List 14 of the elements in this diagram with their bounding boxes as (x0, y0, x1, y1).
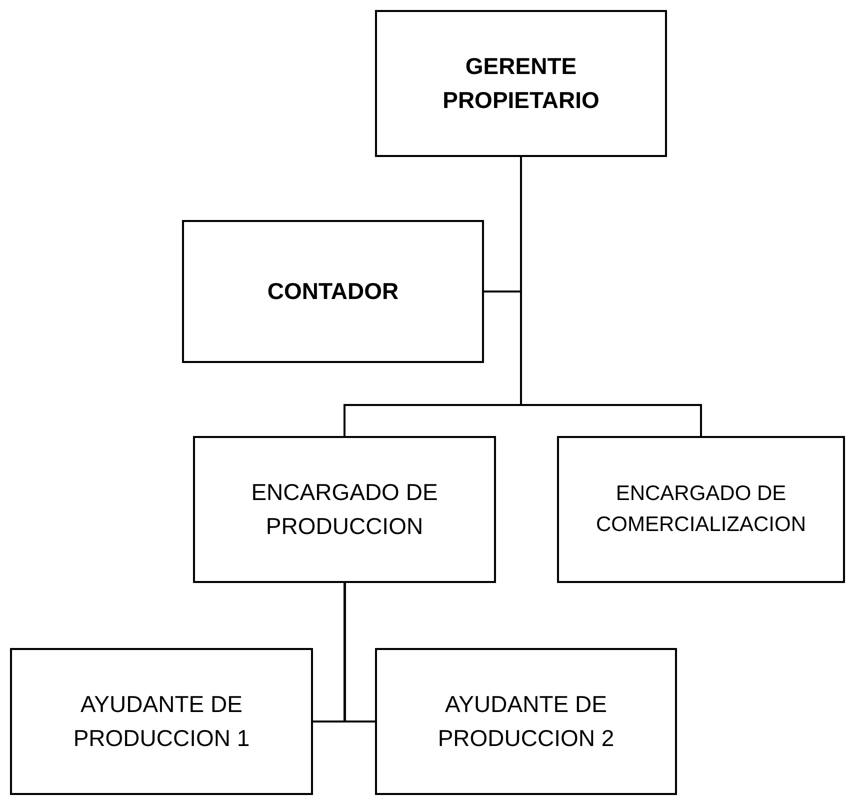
connector-line (344, 583, 375, 722)
org-box (375, 648, 677, 795)
org-box (182, 220, 484, 363)
role-title: ENCARGADO DE PRODUCCION (250, 478, 439, 540)
role-title: CONTADOR (267, 276, 399, 306)
org-box (557, 436, 845, 583)
connector-line (313, 583, 346, 722)
org-box (375, 10, 667, 157)
role-title: AYUDANTE DE PRODUCCION 2 (436, 690, 616, 752)
role-title: AYUDANTE DE PRODUCCION 1 (72, 690, 251, 752)
role-title: GERENTE PROPIETARIO (442, 52, 600, 114)
org-box (10, 648, 313, 795)
role-title: ENCARGADO DE COMERCIALIZACION (594, 481, 808, 538)
org-box (193, 436, 496, 583)
